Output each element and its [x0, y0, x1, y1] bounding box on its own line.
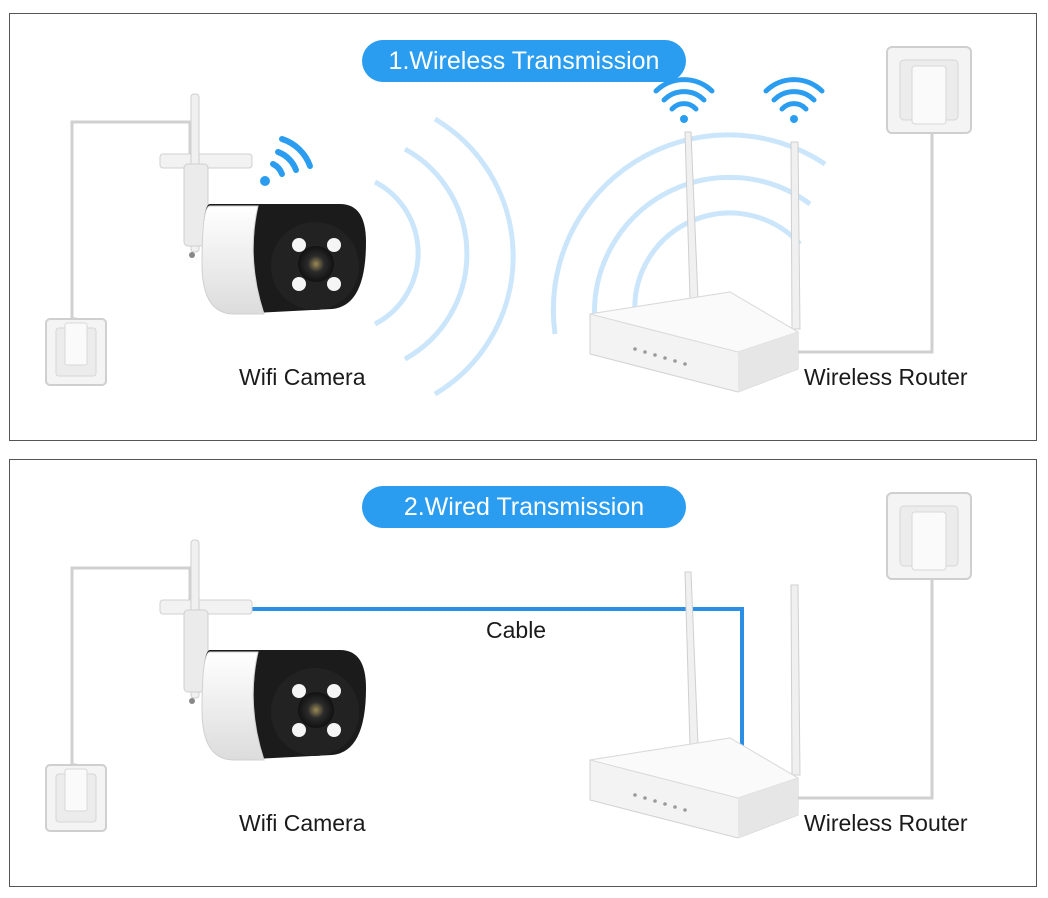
cable-label: Cable	[486, 617, 547, 643]
camera-label: Wifi Camera	[239, 810, 366, 836]
camera-wall-outlet	[45, 764, 107, 832]
wireless-router	[589, 737, 800, 839]
router-label: Wireless Router	[804, 364, 968, 390]
wireless-transmission-panel: 1.Wireless Transmission Wifi Camera Wire…	[9, 13, 1037, 441]
router-wifi-icon-left	[653, 77, 715, 123]
router-power-cable	[798, 132, 934, 354]
router-wifi-icon-right	[763, 77, 825, 123]
camera-lens	[298, 246, 334, 282]
network-cable	[250, 607, 744, 755]
router-antennas	[684, 131, 801, 330]
wifi-signal-icon	[260, 136, 313, 186]
camera-wall-outlet	[45, 318, 107, 386]
router-wall-outlet	[886, 46, 972, 134]
wireless-title-badge: 1.Wireless Transmission	[362, 40, 686, 82]
router-label: Wireless Router	[804, 810, 968, 836]
wifi-camera	[159, 93, 366, 315]
camera-power-cable	[70, 120, 192, 321]
wifi-camera	[159, 539, 366, 761]
camera-radio-waves	[373, 116, 516, 397]
wireless-diagram	[45, 46, 972, 397]
camera-power-cable	[70, 566, 192, 767]
wired-transmission-panel: 2.Wired Transmission Cable Wifi Camera W…	[9, 459, 1037, 887]
wired-diagram	[45, 492, 972, 839]
camera-lens	[298, 692, 334, 728]
wireless-router	[589, 291, 800, 393]
wired-title-badge: 2.Wired Transmission	[362, 486, 686, 528]
router-power-cable	[798, 578, 934, 800]
router-wall-outlet	[886, 492, 972, 580]
camera-label: Wifi Camera	[239, 364, 366, 390]
